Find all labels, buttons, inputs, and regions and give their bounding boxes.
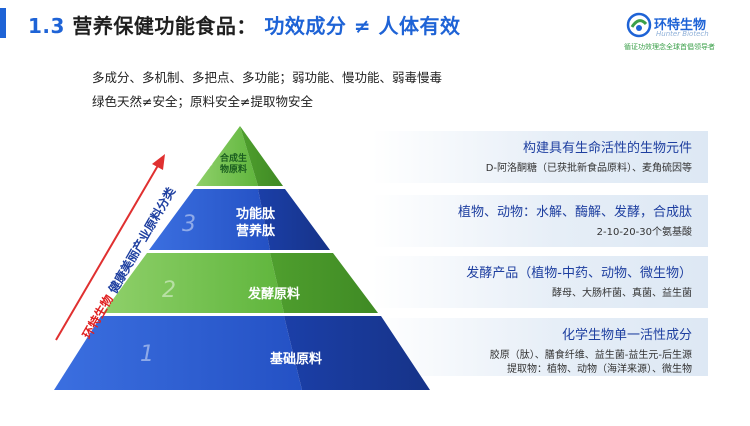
arrow-shaft: [55, 161, 161, 341]
intro-line-1: 多成分、多机制、多把点、多功能；弱功能、慢功能、弱毒慢毒: [92, 70, 443, 85]
tier-2-label: 发酵原料: [248, 287, 301, 302]
tier-4-label-line-2: 物原料: [220, 165, 248, 175]
tier-3-label-line-1: 功能肽: [236, 207, 276, 222]
company-logo: 环特生物 Hunter Biotech 循证功效理念全球首倡领导者: [624, 10, 744, 51]
tier-4-number: 4: [200, 150, 214, 175]
panel-tier-1-detail-2: 提取物：植物、动物（海洋来源）、微生物: [507, 364, 692, 375]
panel-tier-1: 化学生物单一活性成分 胶原（肽）、膳食纤维、益生菌-益生元-后生源 提取物：植物…: [372, 318, 708, 376]
panel-tier-3-detail: 2-10-20-30个氨基酸: [596, 227, 692, 238]
panel-tier-4: 构建具有生命活性的生物元件 D-阿洛酮糖（已获批新食品原料）、麦角硫因等: [372, 131, 708, 183]
panel-tier-3-title: 植物、动物：水解、酶解、发酵，合成肽: [457, 205, 692, 220]
logo-slogan: 循证功效理念全球首倡领导者: [624, 43, 715, 51]
intro-line-2: 绿色天然≠安全；原料安全≠提取物安全: [92, 94, 313, 109]
panel-tier-1-detail: 胶原（肽）、膳食纤维、益生菌-益生元-后生源: [489, 350, 692, 361]
page-title: 1.3 营养保健功能食品： 功效成分 ≠ 人体有效: [28, 10, 461, 39]
logo-name: 环特生物: [654, 18, 707, 33]
title-text: 营养保健功能食品：: [72, 14, 257, 38]
pyramid-tier-4: [196, 126, 283, 186]
tier-4-label-line-1: 合成生: [220, 154, 248, 164]
panel-tier-4-detail: D-阿洛酮糖（已获批新食品原料）、麦角硫因等: [485, 163, 692, 174]
tier-1-number: 1: [140, 342, 154, 367]
tier-3-number: 3: [182, 212, 196, 237]
section-number: 1.3: [28, 14, 65, 38]
title-accent-bar: [0, 8, 6, 38]
logo-english-name: Hunter Biotech: [656, 30, 709, 38]
panel-tier-2-detail: 酵母、大肠杆菌、真菌、益生菌: [552, 288, 692, 299]
pyramid-tier-2: [103, 253, 378, 313]
panel-tier-2-title: 发酵产品（植物-中药、动物、微生物）: [466, 266, 692, 281]
panel-tier-1-title: 化学生物单一活性成分: [561, 328, 692, 343]
tier-1-label: 基础原料: [270, 352, 323, 367]
tier-3-label: 功能肽 营养肽: [236, 206, 275, 240]
tier-3-label-line-2: 营养肽: [236, 224, 276, 239]
arrow-head-icon: [152, 154, 165, 170]
panel-tier-2: 发酵产品（植物-中药、动物、微生物） 酵母、大肠杆菌、真菌、益生菌: [372, 256, 708, 308]
panel-tier-3: 植物、动物：水解、酶解、发酵，合成肽 2-10-20-30个氨基酸: [372, 195, 708, 247]
title-highlight: 功效成分 ≠ 人体有效: [264, 14, 461, 38]
tier-4-label: 合成生 物原料: [220, 154, 247, 176]
tier-2-number: 2: [162, 278, 176, 303]
pyramid-tier-3: [149, 189, 330, 250]
logo-mark-icon: [626, 12, 652, 38]
pyramid-tier-1: [54, 316, 430, 390]
panel-tier-4-title: 构建具有生命活性的生物元件: [522, 141, 692, 156]
